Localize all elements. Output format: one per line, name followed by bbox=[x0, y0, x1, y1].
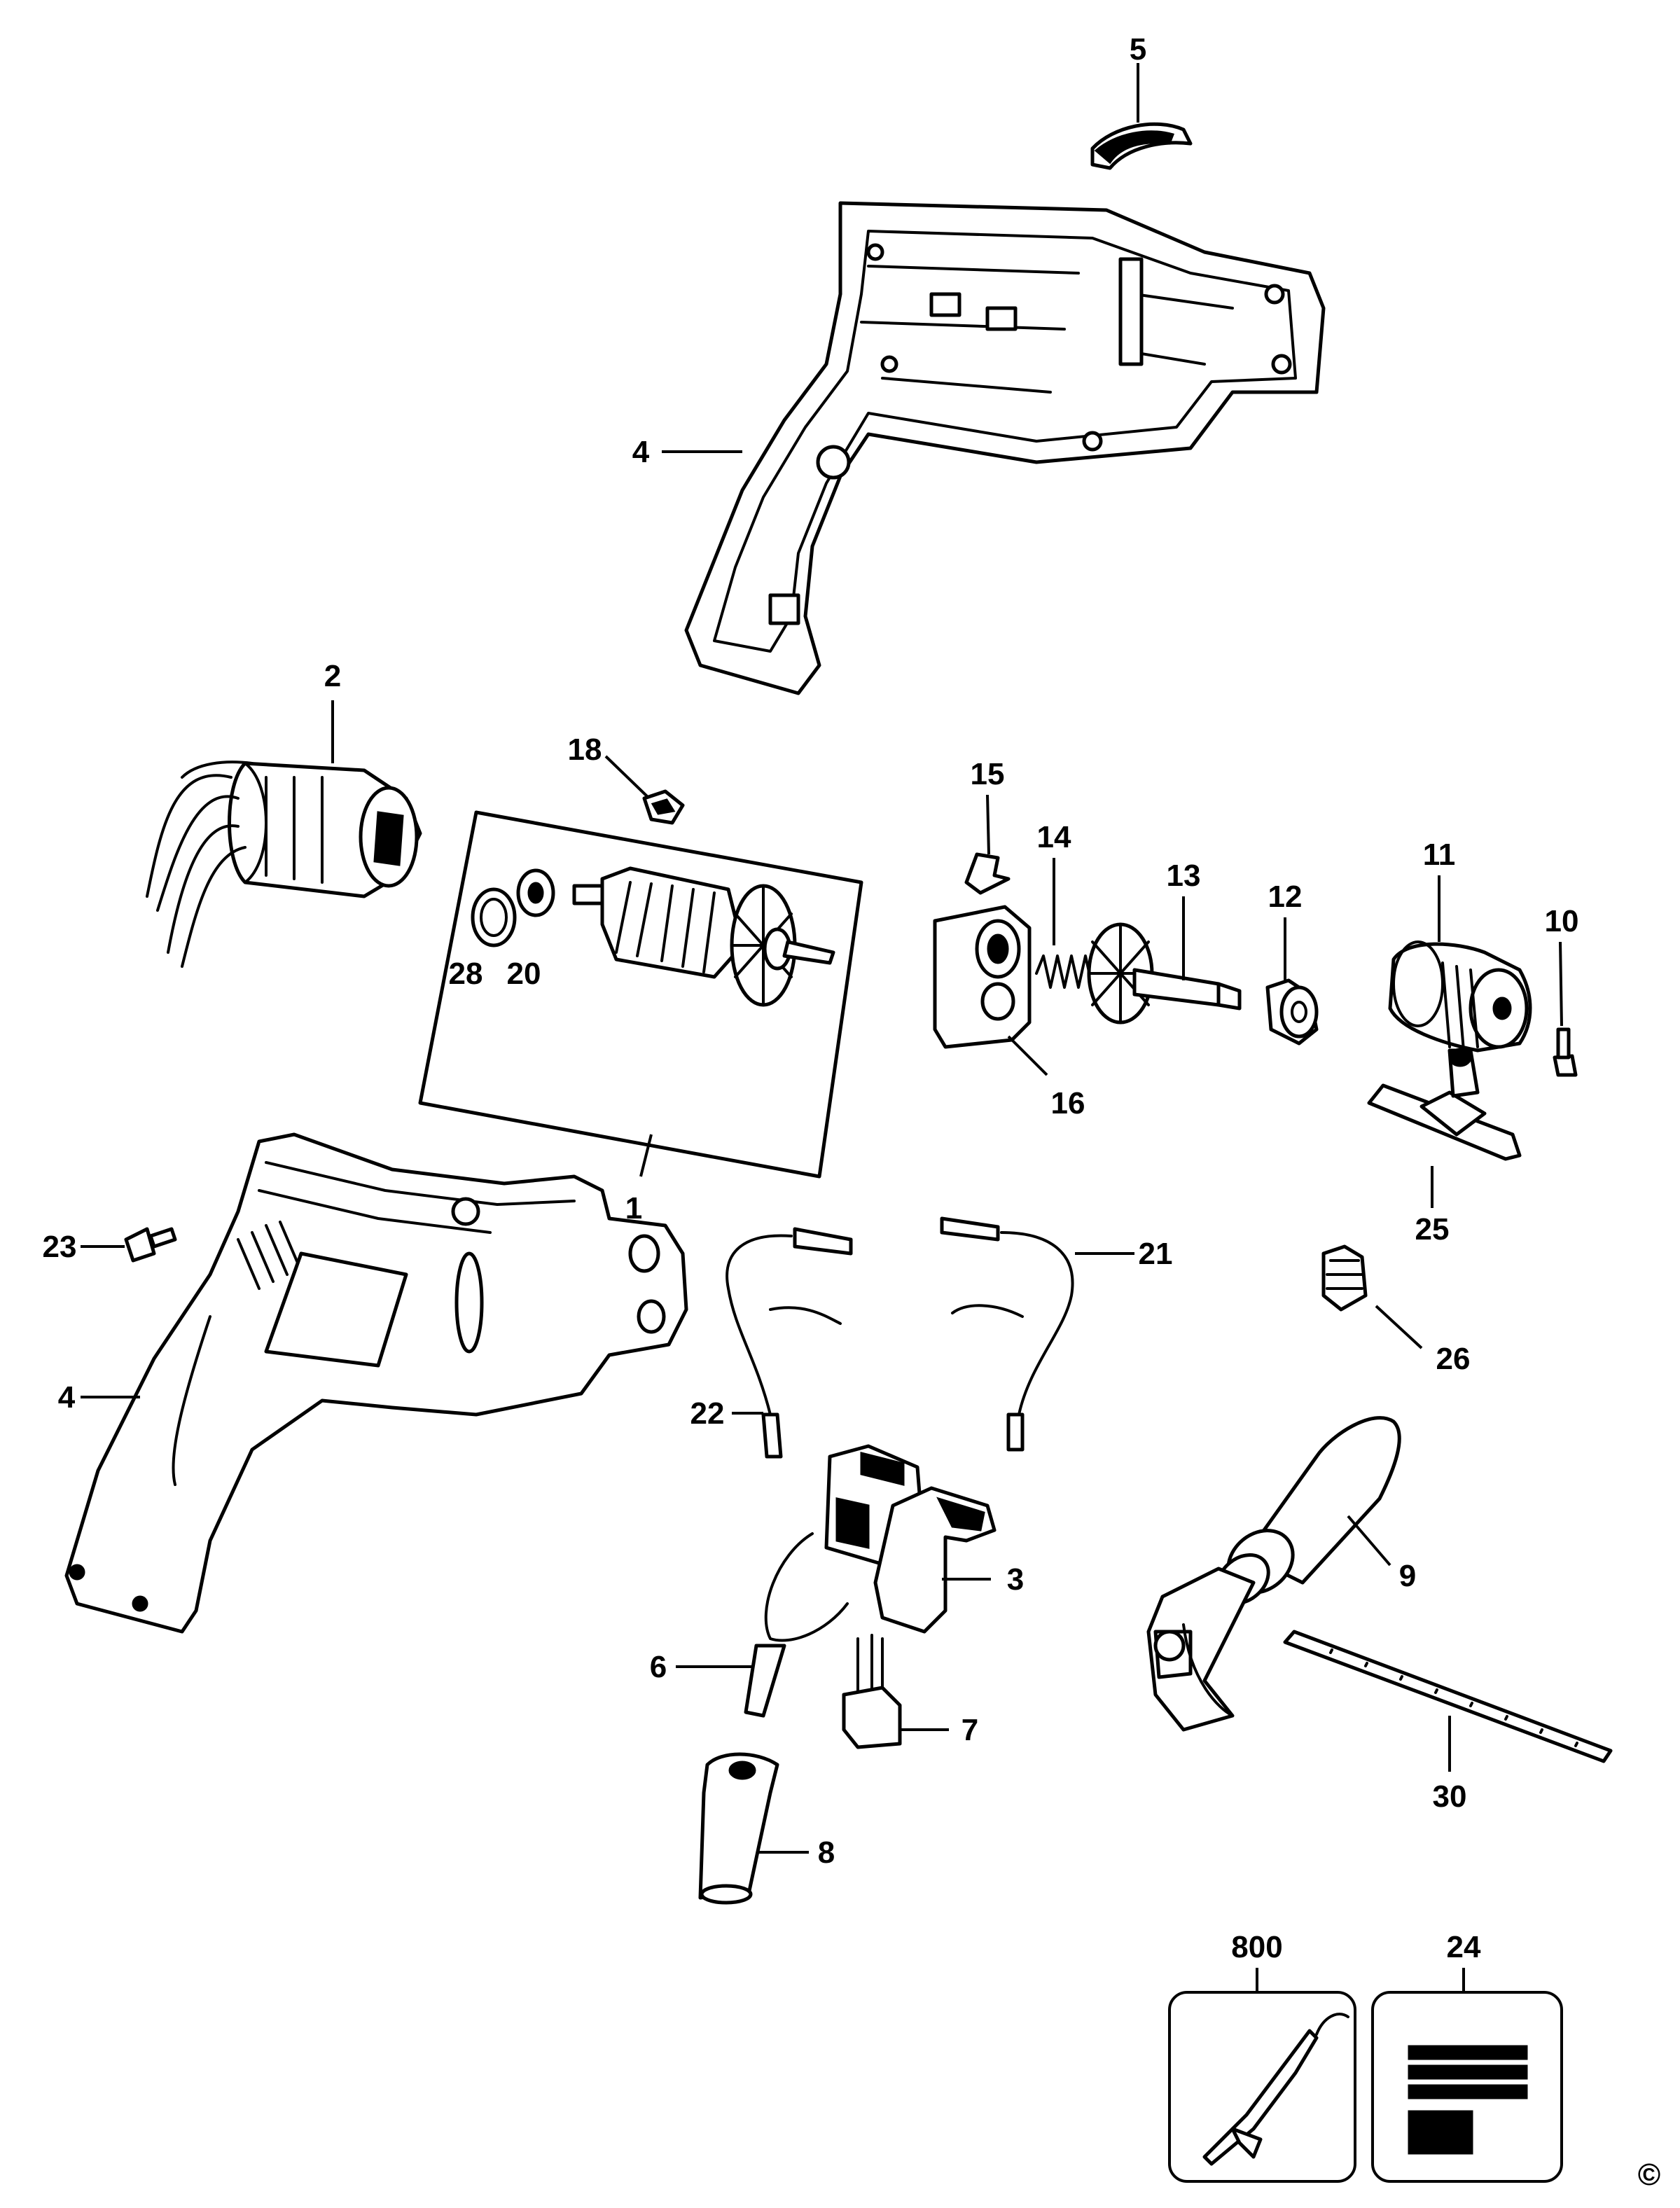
part-3-switch[interactable] bbox=[824, 1444, 997, 1634]
part-25-chuck-key[interactable] bbox=[1367, 1048, 1522, 1208]
label-11: 11 bbox=[1423, 838, 1456, 872]
part-15-spring-clip[interactable] bbox=[964, 794, 1011, 895]
part-6-cord-lead[interactable] bbox=[676, 1532, 849, 1718]
part-1-armature-assembly[interactable] bbox=[418, 810, 863, 1179]
part-30-depth-rod[interactable] bbox=[1283, 1630, 1613, 1772]
label-26: 26 bbox=[1436, 1342, 1471, 1376]
label-21: 21 bbox=[1139, 1237, 1173, 1271]
label-25: 25 bbox=[1415, 1212, 1450, 1247]
label-4-bottom: 4 bbox=[58, 1380, 76, 1415]
label-5: 5 bbox=[1130, 32, 1146, 67]
label-2: 2 bbox=[324, 659, 341, 693]
part-9-side-handle[interactable] bbox=[1146, 1416, 1401, 1732]
part-26-brushes[interactable] bbox=[1321, 1244, 1423, 1349]
label-10: 10 bbox=[1545, 904, 1579, 938]
part-21-leads[interactable] bbox=[940, 1216, 1134, 1452]
part-4-housing-outer[interactable] bbox=[64, 1132, 688, 1634]
label-28: 28 bbox=[449, 957, 483, 991]
label-4-top: 4 bbox=[632, 435, 650, 469]
part-10-screw[interactable] bbox=[1553, 941, 1578, 1077]
part-5-cap[interactable] bbox=[1090, 63, 1193, 170]
part-16-gear-plate[interactable] bbox=[933, 905, 1048, 1076]
label-800: 800 bbox=[1231, 1930, 1282, 1964]
label-23: 23 bbox=[43, 1230, 77, 1264]
label-9: 9 bbox=[1399, 1559, 1416, 1593]
label-6: 6 bbox=[650, 1650, 667, 1684]
label-30: 30 bbox=[1433, 1779, 1467, 1814]
part-24-label-box[interactable] bbox=[1371, 1968, 1563, 2183]
label-16: 16 bbox=[1051, 1086, 1085, 1120]
label-8: 8 bbox=[818, 1835, 835, 1870]
part-11-chuck[interactable] bbox=[1388, 875, 1532, 1053]
label-14: 14 bbox=[1037, 820, 1071, 854]
part-13-gear-spindle[interactable] bbox=[1087, 896, 1242, 1025]
label-7: 7 bbox=[962, 1713, 978, 1747]
label-12: 12 bbox=[1268, 880, 1303, 914]
label-15: 15 bbox=[971, 757, 1005, 791]
label-20: 20 bbox=[507, 957, 541, 991]
part-2-field[interactable] bbox=[146, 700, 422, 968]
label-22: 22 bbox=[690, 1396, 725, 1431]
label-18: 18 bbox=[568, 732, 602, 767]
part-4-housing-inner[interactable] bbox=[662, 201, 1326, 695]
part-8-cord-guard[interactable] bbox=[698, 1752, 809, 1905]
part-22-leads[interactable] bbox=[726, 1227, 853, 1459]
part-12-bushing[interactable] bbox=[1265, 917, 1319, 1046]
part-800-grease-box[interactable] bbox=[1168, 1968, 1356, 2183]
label-13: 13 bbox=[1167, 859, 1201, 893]
label-3: 3 bbox=[1007, 1562, 1024, 1597]
label-24: 24 bbox=[1447, 1930, 1481, 1964]
part-23-screw[interactable] bbox=[81, 1227, 177, 1263]
copyright-mark: © bbox=[1638, 2158, 1660, 2192]
part-18-clip[interactable] bbox=[604, 755, 685, 825]
part-7-capacitor[interactable] bbox=[842, 1634, 949, 1749]
